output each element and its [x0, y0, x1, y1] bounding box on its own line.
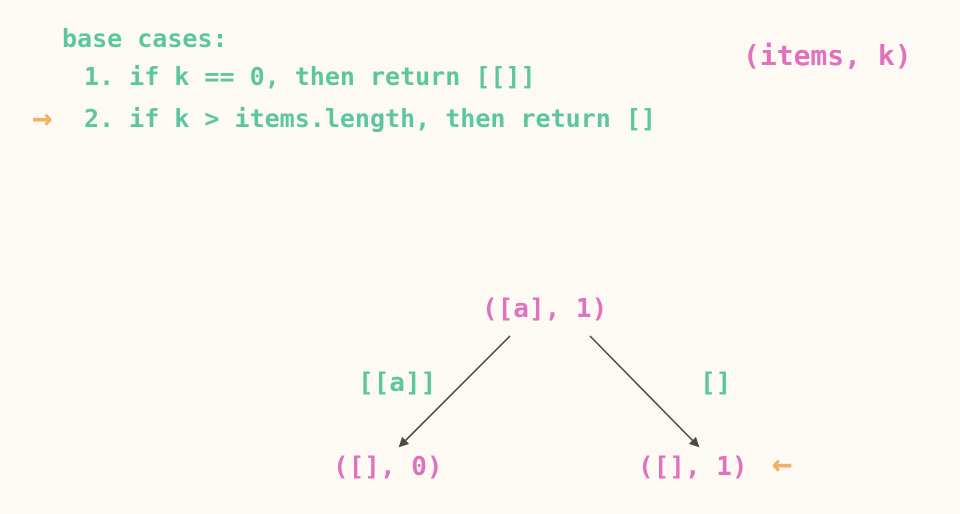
base-case-2: 2. if k > items.length, then return [] — [84, 104, 656, 133]
right-edge-label: [] — [700, 368, 732, 398]
signature-legend: (items, k) — [743, 39, 912, 72]
current-node-pointer-icon: ← — [772, 444, 793, 484]
left-edge-label: [[a]] — [358, 368, 437, 398]
right-edge — [589, 335, 700, 448]
root-node: ([a], 1) — [482, 294, 608, 324]
base-case-1: 1. if k == 0, then return [[]] — [84, 62, 536, 91]
current-case-pointer-icon: → — [32, 98, 53, 138]
left-child-node: ([], 0) — [333, 452, 443, 482]
base-cases-heading: base cases: — [62, 24, 228, 53]
right-child-node: ([], 1) — [638, 452, 748, 482]
